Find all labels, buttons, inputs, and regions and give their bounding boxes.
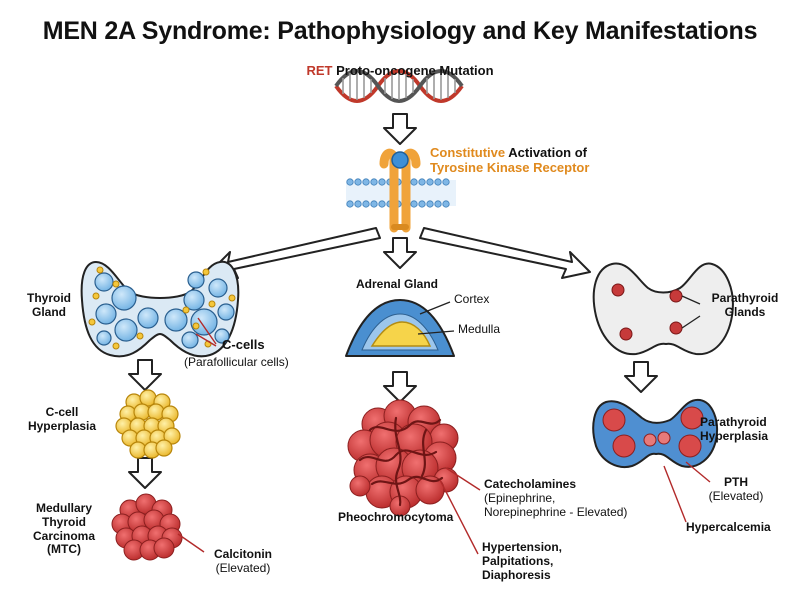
thyroid-gland-icon bbox=[80, 260, 240, 358]
dna-helix-icon bbox=[334, 69, 464, 103]
adrenal-gland-icon bbox=[345, 299, 455, 357]
activation-highlight: Constitutive bbox=[430, 145, 506, 160]
diagram-title: MEN 2A Syndrome: Pathophysiology and Key… bbox=[42, 17, 758, 45]
arrow-down-icon bbox=[624, 361, 658, 393]
mtc-tumor-icon bbox=[111, 493, 183, 561]
medulla-label: Medulla bbox=[458, 322, 501, 336]
mutation-text: Proto-oncogene Mutation bbox=[336, 63, 494, 78]
arrow-down-icon bbox=[128, 359, 162, 391]
activation-label: Constitutive Activation of Tyrosine Kina… bbox=[430, 145, 590, 176]
symptoms-label: Hypertension, Palpitations, Diaphoresis bbox=[482, 540, 563, 582]
pth-label: PTH (Elevated) bbox=[708, 475, 764, 503]
arrow-to-parathyroid-icon bbox=[419, 227, 591, 279]
activation-rest: Activation of bbox=[508, 145, 587, 160]
ccells-label: C-cells bbox=[222, 337, 265, 352]
calcitonin-label: Calcitonin (Elevated) bbox=[213, 547, 272, 575]
arrow-to-adrenal-icon bbox=[383, 237, 417, 269]
parathyroid-glands-icon bbox=[592, 262, 734, 356]
cortex-label: Cortex bbox=[454, 292, 490, 306]
parathyroid-glands-label: Parathyroid Glands bbox=[711, 291, 779, 319]
mutation-label: RET Proto-oncogene Mutation bbox=[0, 63, 800, 79]
adrenal-gland-label: Adrenal Gland bbox=[356, 277, 439, 291]
gene-name: RET bbox=[306, 63, 333, 78]
mtc-label: Medullary Thyroid Carcinoma (MTC) bbox=[32, 501, 96, 557]
tyrosine-kinase-receptor-icon bbox=[379, 148, 421, 233]
arrow-to-thyroid-icon bbox=[209, 227, 381, 279]
catecholamines-label: Catecholamines (Epinephrine, Norepinephr… bbox=[484, 477, 628, 519]
thyroid-gland-label: Thyroid Gland bbox=[27, 291, 71, 319]
arrow-down-icon bbox=[383, 113, 417, 145]
ccell-hyperplasia-icon bbox=[115, 389, 181, 459]
pheochromocytoma-label: Pheochromocytoma bbox=[338, 510, 454, 524]
parathyroid-hyperplasia-label: Parathyroid Hyperplasia bbox=[700, 415, 769, 443]
hypercalcemia-label: Hypercalcemia bbox=[686, 520, 771, 534]
pheochromocytoma-icon bbox=[347, 399, 459, 517]
arrow-down-icon bbox=[128, 457, 162, 489]
parathyroid-hyperplasia-icon bbox=[592, 398, 718, 468]
ccells-sublabel: (Parafollicular cells) bbox=[184, 355, 289, 369]
ccell-hyperplasia-label: C-cell Hyperplasia bbox=[27, 405, 97, 433]
arrow-down-icon bbox=[383, 371, 417, 403]
activation-receptor: Tyrosine Kinase Receptor bbox=[430, 159, 590, 175]
cell-membrane-icon bbox=[346, 178, 456, 208]
leader-lines bbox=[177, 317, 711, 555]
